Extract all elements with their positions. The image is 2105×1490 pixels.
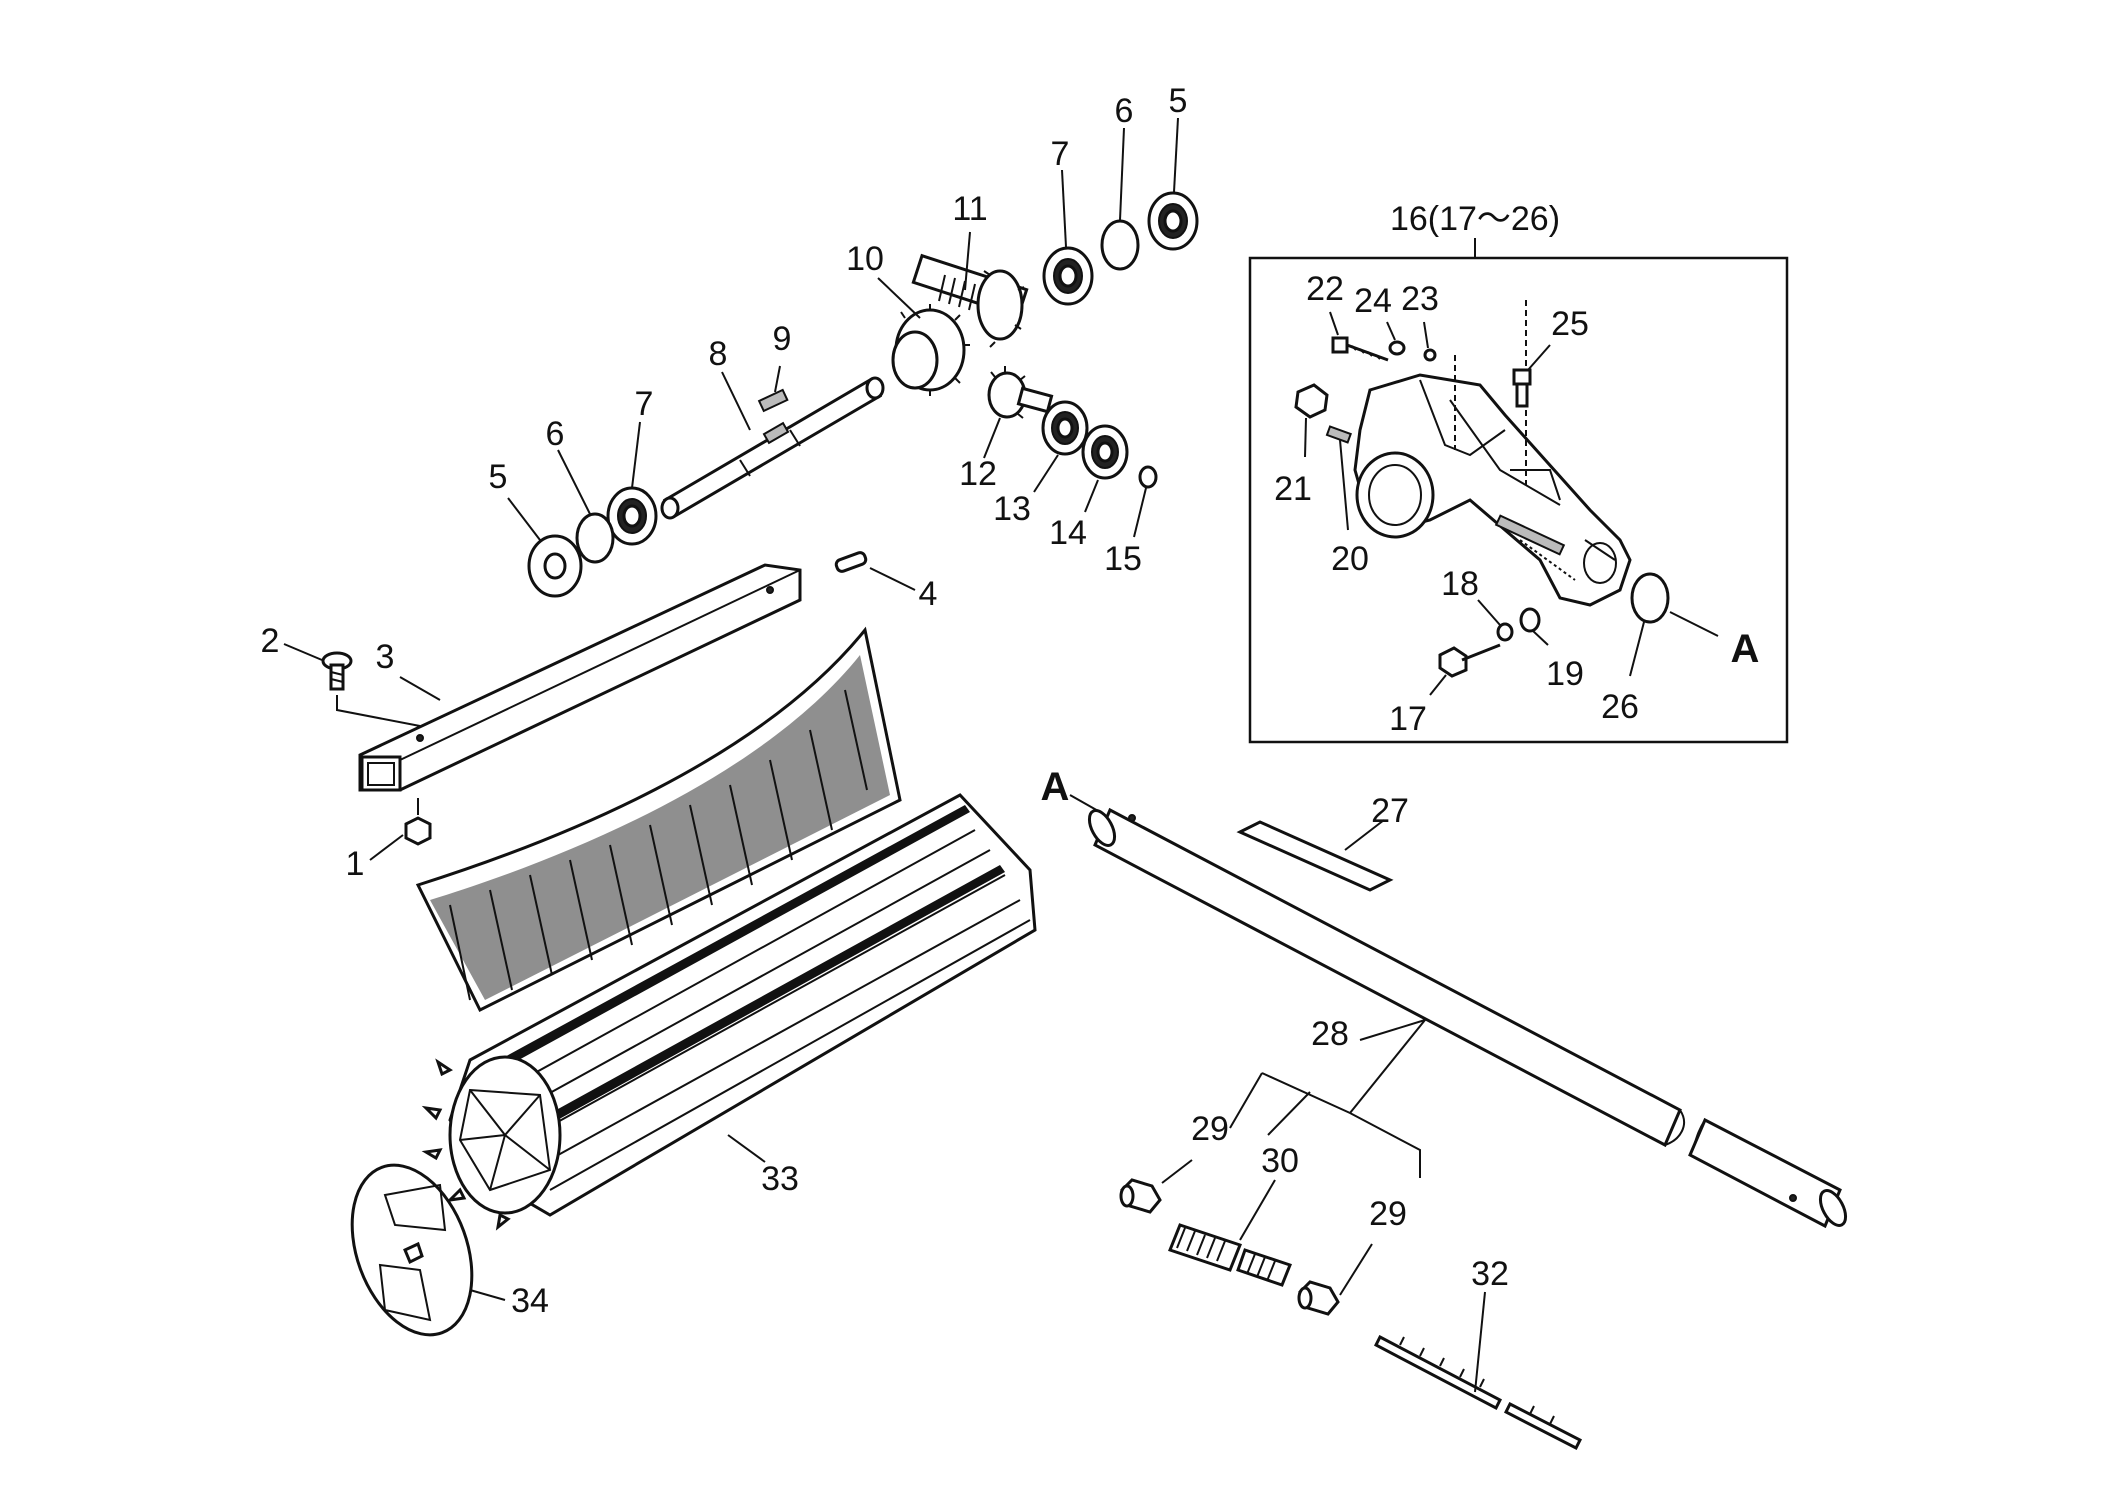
callout-28: 28 bbox=[1311, 1015, 1349, 1053]
callout-16: 16(17～26) bbox=[1390, 200, 1560, 238]
callout-23: 23 bbox=[1401, 280, 1439, 318]
callout-4: 4 bbox=[919, 575, 938, 613]
reference-a-box: A bbox=[1731, 627, 1760, 671]
callout-25: 25 bbox=[1551, 305, 1589, 343]
callout-9: 9 bbox=[773, 320, 792, 358]
spline-shaft-30 bbox=[1168, 1223, 1292, 1287]
pin-20 bbox=[1325, 425, 1352, 444]
callout-3: 3 bbox=[376, 638, 395, 676]
reference-a-shaft: A bbox=[1041, 765, 1070, 809]
bearing-5-right bbox=[1147, 191, 1199, 251]
circlip-6-right bbox=[1100, 219, 1140, 271]
coupler-29-right bbox=[1297, 1280, 1340, 1316]
washer-18 bbox=[1496, 622, 1514, 642]
callout-2: 2 bbox=[261, 622, 280, 660]
callout-20: 20 bbox=[1331, 540, 1369, 578]
callout-5a: 5 bbox=[489, 458, 508, 496]
callout-7a: 7 bbox=[635, 385, 654, 423]
callout-17: 17 bbox=[1389, 700, 1427, 738]
callout-21: 21 bbox=[1274, 470, 1312, 508]
coupler-29-left bbox=[1119, 1178, 1162, 1214]
shaft-8 bbox=[660, 376, 885, 520]
callout-6b: 6 bbox=[1115, 92, 1134, 130]
circlip-15 bbox=[1138, 465, 1158, 489]
callout-34: 34 bbox=[511, 1282, 549, 1320]
callout-18: 18 bbox=[1441, 565, 1479, 603]
callout-15: 15 bbox=[1104, 540, 1142, 578]
shaft-tube-28 bbox=[1087, 807, 1848, 1229]
circlip-26 bbox=[1630, 572, 1670, 624]
brush-strip bbox=[415, 626, 902, 1013]
bearing-7-left bbox=[606, 486, 658, 546]
bolt-25 bbox=[1512, 368, 1532, 408]
callout-29b: 29 bbox=[1369, 1195, 1407, 1233]
callout-7b: 7 bbox=[1051, 135, 1070, 173]
washer-24 bbox=[1388, 340, 1406, 356]
bearing-5-left bbox=[527, 534, 583, 598]
washer-19 bbox=[1519, 607, 1541, 633]
brush-drum-33 bbox=[421, 793, 1037, 1231]
bolt-17 bbox=[1438, 643, 1501, 678]
gear-10 bbox=[891, 304, 970, 396]
callout-12: 12 bbox=[959, 455, 997, 493]
callout-14: 14 bbox=[1049, 514, 1087, 552]
bearing-7-right bbox=[1042, 246, 1094, 306]
callout-6a: 6 bbox=[546, 415, 565, 453]
square-bar-3 bbox=[358, 563, 802, 792]
callout-32: 32 bbox=[1471, 1255, 1509, 1293]
flex-shaft-32 bbox=[1374, 1334, 1583, 1451]
callout-27: 27 bbox=[1371, 792, 1409, 830]
bearing-13 bbox=[1041, 400, 1089, 456]
callout-11: 11 bbox=[952, 190, 987, 228]
end-plate-34 bbox=[350, 1163, 474, 1337]
circlip-6-left bbox=[575, 512, 615, 564]
gear-shaft-11 bbox=[911, 253, 1029, 348]
pin-23 bbox=[1423, 348, 1437, 362]
pin-4 bbox=[834, 551, 868, 573]
callout-26: 26 bbox=[1601, 688, 1639, 726]
nut-1 bbox=[404, 816, 432, 846]
gear-12 bbox=[987, 366, 1054, 419]
callout-5b: 5 bbox=[1169, 82, 1188, 120]
nut-21 bbox=[1294, 383, 1329, 419]
callout-1: 1 bbox=[346, 845, 365, 883]
bearing-14 bbox=[1081, 424, 1129, 480]
callout-22: 22 bbox=[1306, 270, 1344, 308]
key-9 bbox=[757, 388, 789, 413]
callout-10: 10 bbox=[846, 240, 884, 278]
gear-case-assembly-box bbox=[1248, 238, 1789, 744]
callout-13: 13 bbox=[993, 490, 1031, 528]
callout-19: 19 bbox=[1546, 655, 1584, 693]
label-27 bbox=[1236, 820, 1394, 892]
callout-8: 8 bbox=[709, 335, 728, 373]
bolt-22 bbox=[1331, 336, 1389, 362]
bolt-2 bbox=[321, 651, 353, 691]
callout-33: 33 bbox=[761, 1160, 799, 1198]
callout-29a: 29 bbox=[1191, 1110, 1229, 1148]
callout-30: 30 bbox=[1261, 1142, 1299, 1180]
callout-24: 24 bbox=[1354, 282, 1392, 320]
